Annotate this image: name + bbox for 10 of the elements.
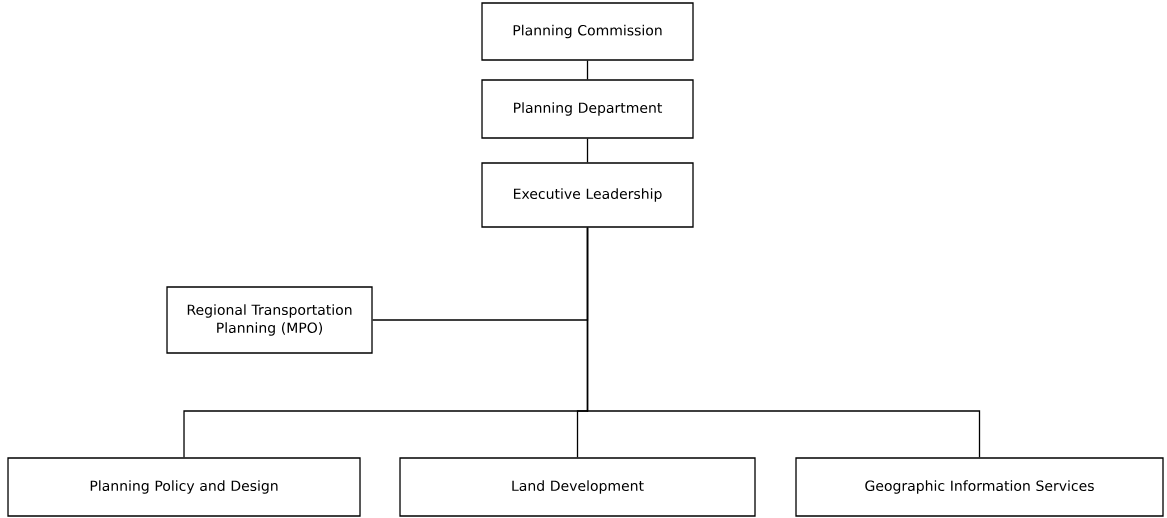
org-box: Regional Transportation Planning (MPO)	[166, 286, 373, 354]
connector-line	[586, 227, 981, 458]
org-box: Planning Commission	[481, 2, 694, 61]
org-box: Geographic Information Services	[795, 457, 1164, 517]
connector-line	[586, 138, 589, 163]
org-box: Executive Leadership	[481, 162, 694, 228]
org-box: Planning Department	[481, 79, 694, 139]
org-box: Planning Policy and Design	[7, 457, 361, 517]
org-box: Land Development	[399, 457, 756, 517]
connector-line	[586, 60, 589, 80]
